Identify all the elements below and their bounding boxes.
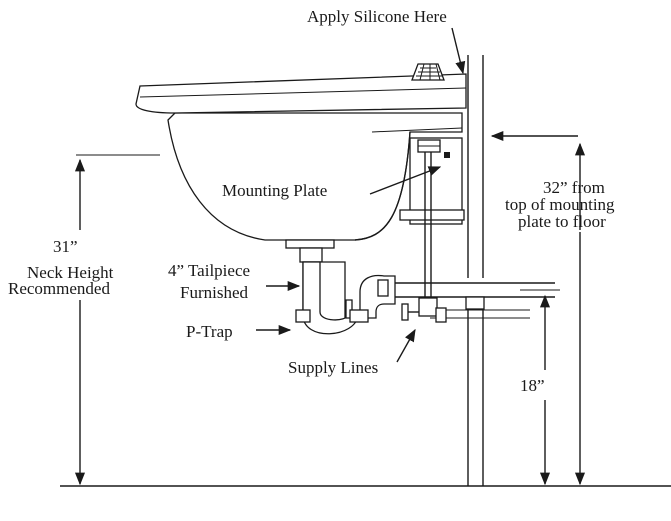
apply-silicone-arrow (451, 27, 466, 75)
dimension-32 (490, 130, 586, 486)
dimension-31 (74, 154, 160, 486)
dimension-31-line3: Recommended (8, 279, 110, 298)
wall (467, 55, 484, 486)
dimension-32-line2: top of mounting (505, 195, 615, 214)
supply-lines-label: Supply Lines (288, 358, 378, 377)
p-trap-label: P-Trap (186, 322, 233, 341)
tailpiece-line1: 4” Tailpiece (168, 261, 250, 280)
dimension-31-line1: 31” (53, 237, 78, 256)
dimension-31-line2: Neck Height (27, 263, 114, 282)
sink-basin (135, 63, 467, 241)
apply-silicone-label: Apply Silicone Here (307, 7, 447, 26)
wall-drain-pipe (395, 282, 555, 319)
dimension-32-line3: plate to floor (518, 212, 606, 231)
dimension-18 (520, 289, 560, 486)
dimension-32-line1: 32” from (543, 178, 605, 197)
mounting-plate (399, 137, 465, 225)
tailpiece-line2: Furnished (180, 283, 249, 302)
dimension-18-label: 18” (520, 376, 545, 395)
tailpiece-and-p-trap (285, 239, 396, 335)
mounting-plate-arrow (369, 166, 442, 195)
mounting-plate-label: Mounting Plate (222, 181, 327, 200)
supply-lines-arrow (396, 328, 416, 363)
supply-valve (401, 152, 447, 323)
